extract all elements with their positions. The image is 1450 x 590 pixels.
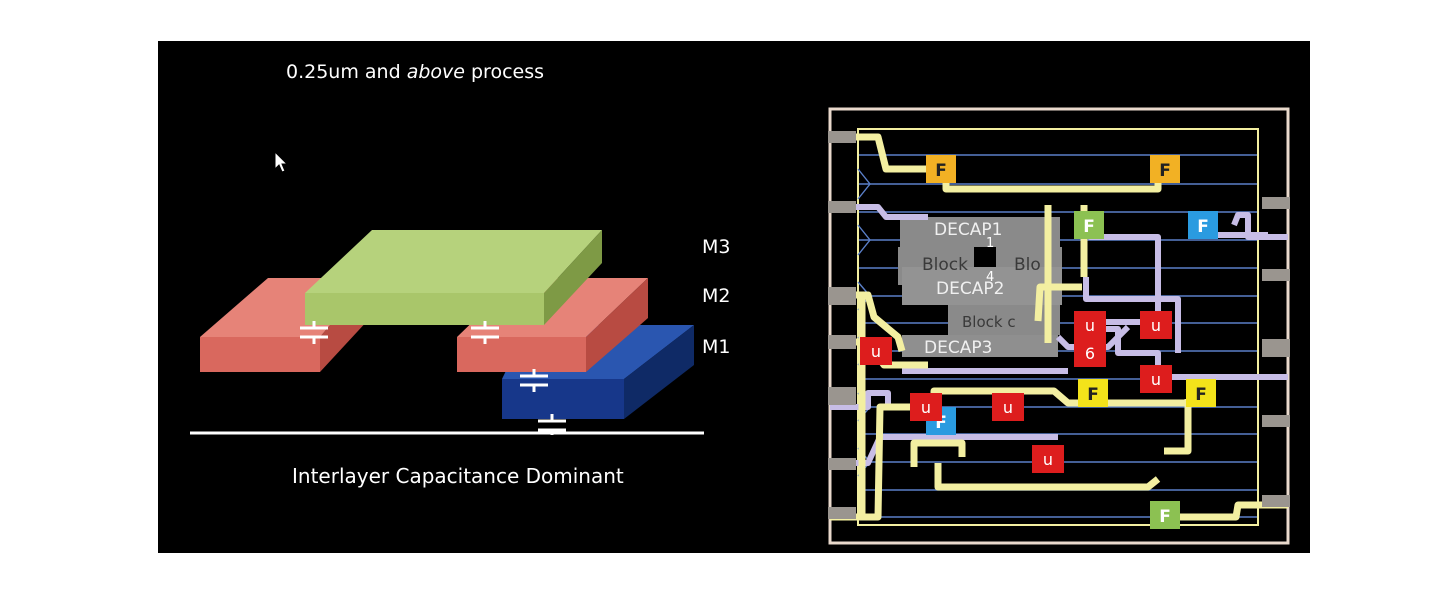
capacitor-symbol bbox=[471, 321, 499, 344]
title-prefix: 0.25um and bbox=[286, 61, 407, 83]
label-m1: M1 bbox=[702, 336, 731, 358]
unit-cell: u bbox=[1074, 311, 1106, 339]
svg-text:u: u bbox=[1043, 450, 1053, 469]
svg-text:F: F bbox=[1159, 161, 1171, 181]
svg-text:6: 6 bbox=[1085, 344, 1095, 363]
decap1-label: DECAP1 bbox=[934, 220, 1002, 240]
svg-text:F: F bbox=[1159, 507, 1171, 527]
unit-cell: u bbox=[1032, 445, 1064, 473]
flop-cell-orange: F bbox=[926, 155, 956, 183]
pin-numbers: 1 4 bbox=[986, 236, 994, 285]
slide: 0.25um and above process bbox=[158, 41, 1310, 553]
pin-number: 4 bbox=[986, 270, 994, 285]
unit-cell: u bbox=[992, 393, 1024, 421]
unit-cell: u bbox=[910, 393, 942, 421]
svg-text:F: F bbox=[935, 161, 947, 181]
core-ring bbox=[857, 128, 1259, 526]
slide-title: 0.25um and above process bbox=[286, 61, 544, 83]
label-m3: M3 bbox=[702, 236, 731, 258]
svg-text:u: u bbox=[1151, 370, 1161, 389]
svg-text:F: F bbox=[1087, 385, 1099, 405]
flop-cell-yellow: F bbox=[1078, 379, 1108, 407]
unit-cell: u bbox=[1140, 311, 1172, 339]
capacitor-symbol bbox=[520, 369, 548, 392]
svg-text:F: F bbox=[1197, 217, 1209, 237]
unit-cell: 6 bbox=[1074, 339, 1106, 367]
label-m2: M2 bbox=[702, 285, 731, 307]
io-pads bbox=[828, 131, 1290, 519]
svg-text:F: F bbox=[935, 413, 947, 433]
unit-cell: u bbox=[860, 337, 892, 365]
flop-cell-yellow: F bbox=[1186, 379, 1216, 407]
m3-slab bbox=[305, 230, 602, 325]
title-suffix: process bbox=[464, 61, 545, 83]
diagram-caption: Interlayer Capacitance Dominant bbox=[292, 464, 624, 488]
svg-text:u: u bbox=[921, 398, 931, 417]
svg-text:F: F bbox=[1083, 217, 1095, 237]
flop-cell-orange: F bbox=[1150, 155, 1180, 183]
block-a-label: Block bbox=[922, 255, 968, 275]
svg-text:u: u bbox=[1003, 398, 1013, 417]
svg-text:u: u bbox=[871, 342, 881, 361]
unit-cells: u u u 6 u u u u bbox=[860, 311, 1172, 473]
svg-text:u: u bbox=[1085, 316, 1095, 335]
decap2-label: DECAP2 bbox=[936, 279, 1004, 299]
flop-cell-green: F bbox=[1150, 501, 1180, 529]
interconnect-3d-diagram bbox=[190, 230, 704, 435]
title-emphasis: above bbox=[406, 61, 465, 83]
svg-text:F: F bbox=[1195, 385, 1207, 405]
mouse-cursor-icon bbox=[274, 151, 289, 173]
capacitor-symbol bbox=[300, 321, 328, 344]
decap3-label: DECAP3 bbox=[924, 338, 992, 358]
decap-labels: DECAP1 Block Blo DECAP2 Block c DECAP3 bbox=[922, 220, 1041, 358]
svg-text:u: u bbox=[1151, 316, 1161, 335]
flop-cell-blue: F bbox=[1188, 211, 1218, 239]
block-c-label: Block c bbox=[962, 313, 1016, 331]
chip-layout-diagram: DECAP1 Block Blo DECAP2 Block c DECAP3 bbox=[828, 107, 1290, 545]
block-b-label: Blo bbox=[1014, 255, 1041, 275]
pin-number: 1 bbox=[986, 236, 994, 251]
unit-cell: u bbox=[1140, 365, 1172, 393]
chip-boundary bbox=[828, 107, 1290, 545]
flop-cell-green: F bbox=[1074, 211, 1104, 239]
